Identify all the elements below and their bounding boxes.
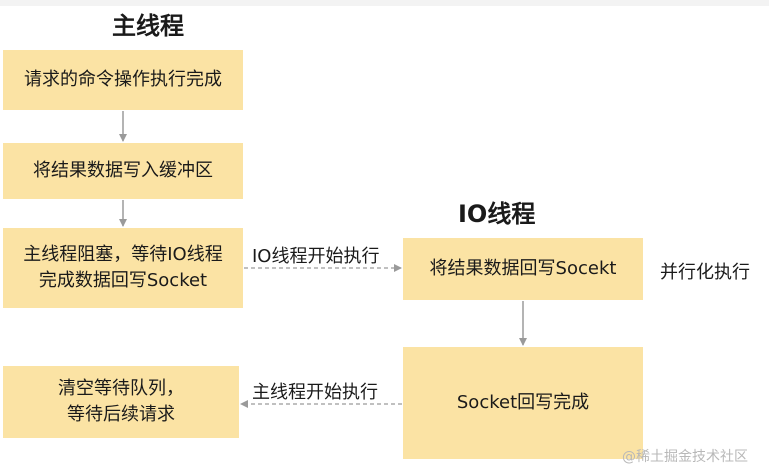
- box-io-write: 将结果数据回写Socekt: [403, 238, 643, 300]
- box-clear-queue: 清空等待队列， 等待后续请求: [3, 366, 239, 438]
- box-write-buffer: 将结果数据写入缓冲区: [3, 143, 243, 199]
- box-cmd-done: 请求的命令操作执行完成: [3, 50, 243, 110]
- box-blocked: 主线程阻塞，等待IO线程 完成数据回写Socket: [3, 228, 243, 308]
- watermark: @稀土掘金技术社区: [622, 449, 748, 465]
- label-io-start: IO线程开始执行: [252, 246, 380, 267]
- io-thread-title: IO线程: [458, 200, 536, 228]
- main-thread-title: 主线程: [112, 12, 184, 40]
- label-parallel: 并行化执行: [660, 262, 750, 283]
- box-socket-done: Socket回写完成: [403, 347, 643, 459]
- label-main-start: 主线程开始执行: [252, 382, 378, 403]
- top-bar: [0, 0, 769, 6]
